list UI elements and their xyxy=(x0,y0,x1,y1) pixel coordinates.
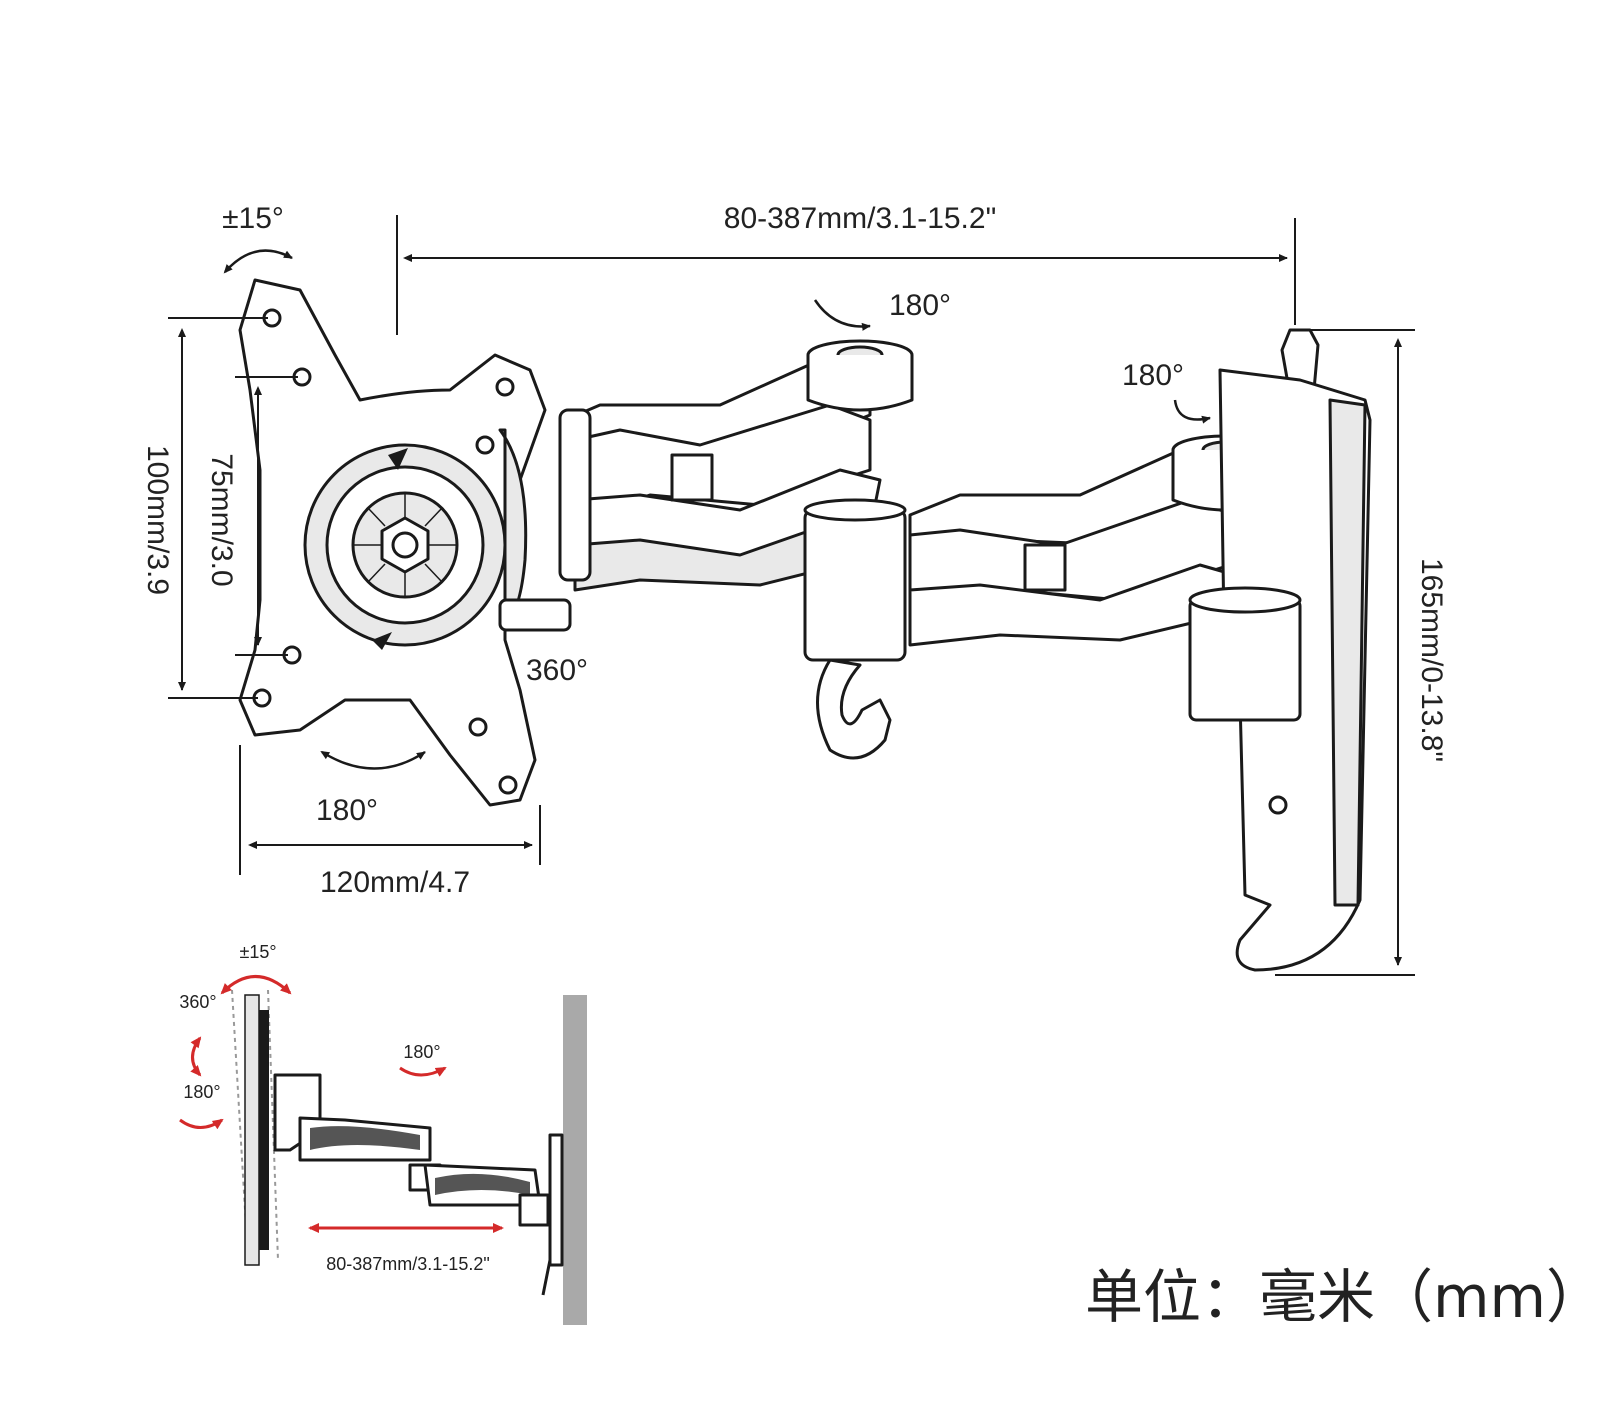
reach-dimension: 80-387mm/3.1-15.2" xyxy=(396,202,1296,335)
side-plate-swivel-label: 180° xyxy=(183,1082,220,1102)
main-drawing: 80-387mm/3.1-15.2" ±15° xyxy=(141,202,1448,976)
wall-swivel-label: 180° xyxy=(1122,359,1184,392)
plate-swivel-label: 180° xyxy=(316,794,378,827)
plate-swivel-indicator: 180° xyxy=(316,750,426,827)
wall xyxy=(563,995,587,1325)
height-dimension: 165mm/0-13.8" xyxy=(1275,329,1448,976)
side-tilt-label: ±15° xyxy=(239,942,276,962)
vesa-75-label: 75mm/3.0 xyxy=(205,453,238,586)
width-label: 120mm/4.7 xyxy=(320,866,470,899)
reach-label: 80-387mm/3.1-15.2" xyxy=(724,202,996,235)
side-arm-swivel-label: 180° xyxy=(403,1042,440,1062)
tilt-indicator: ±15° xyxy=(222,202,293,274)
side-rotation-label: 360° xyxy=(179,992,216,1012)
middle-joint: 180° xyxy=(803,289,951,760)
second-arm xyxy=(908,434,1279,647)
vesa-100-label: 100mm/3.9 xyxy=(141,445,174,595)
wall-bracket: 180° xyxy=(1122,328,1372,972)
side-reach-label: 80-387mm/3.1-15.2" xyxy=(326,1254,489,1274)
side-view: ±15° 360° 180° 180° 80-387mm/3.1-15.2" xyxy=(179,942,587,1325)
rotation-label: 360° xyxy=(526,654,588,687)
first-arm xyxy=(558,358,882,592)
vesa-plate xyxy=(238,278,572,807)
height-label: 165mm/0-13.8" xyxy=(1415,558,1448,762)
arm-swivel-label: 180° xyxy=(889,289,951,322)
tilt-label: ±15° xyxy=(222,202,284,235)
vesa-height-dimensions: 100mm/3.9 75mm/3.0 xyxy=(141,317,298,699)
unit-note: 单位：毫米（mm） xyxy=(1085,1263,1600,1331)
plate-width-dimension: 120mm/4.7 xyxy=(239,745,541,899)
